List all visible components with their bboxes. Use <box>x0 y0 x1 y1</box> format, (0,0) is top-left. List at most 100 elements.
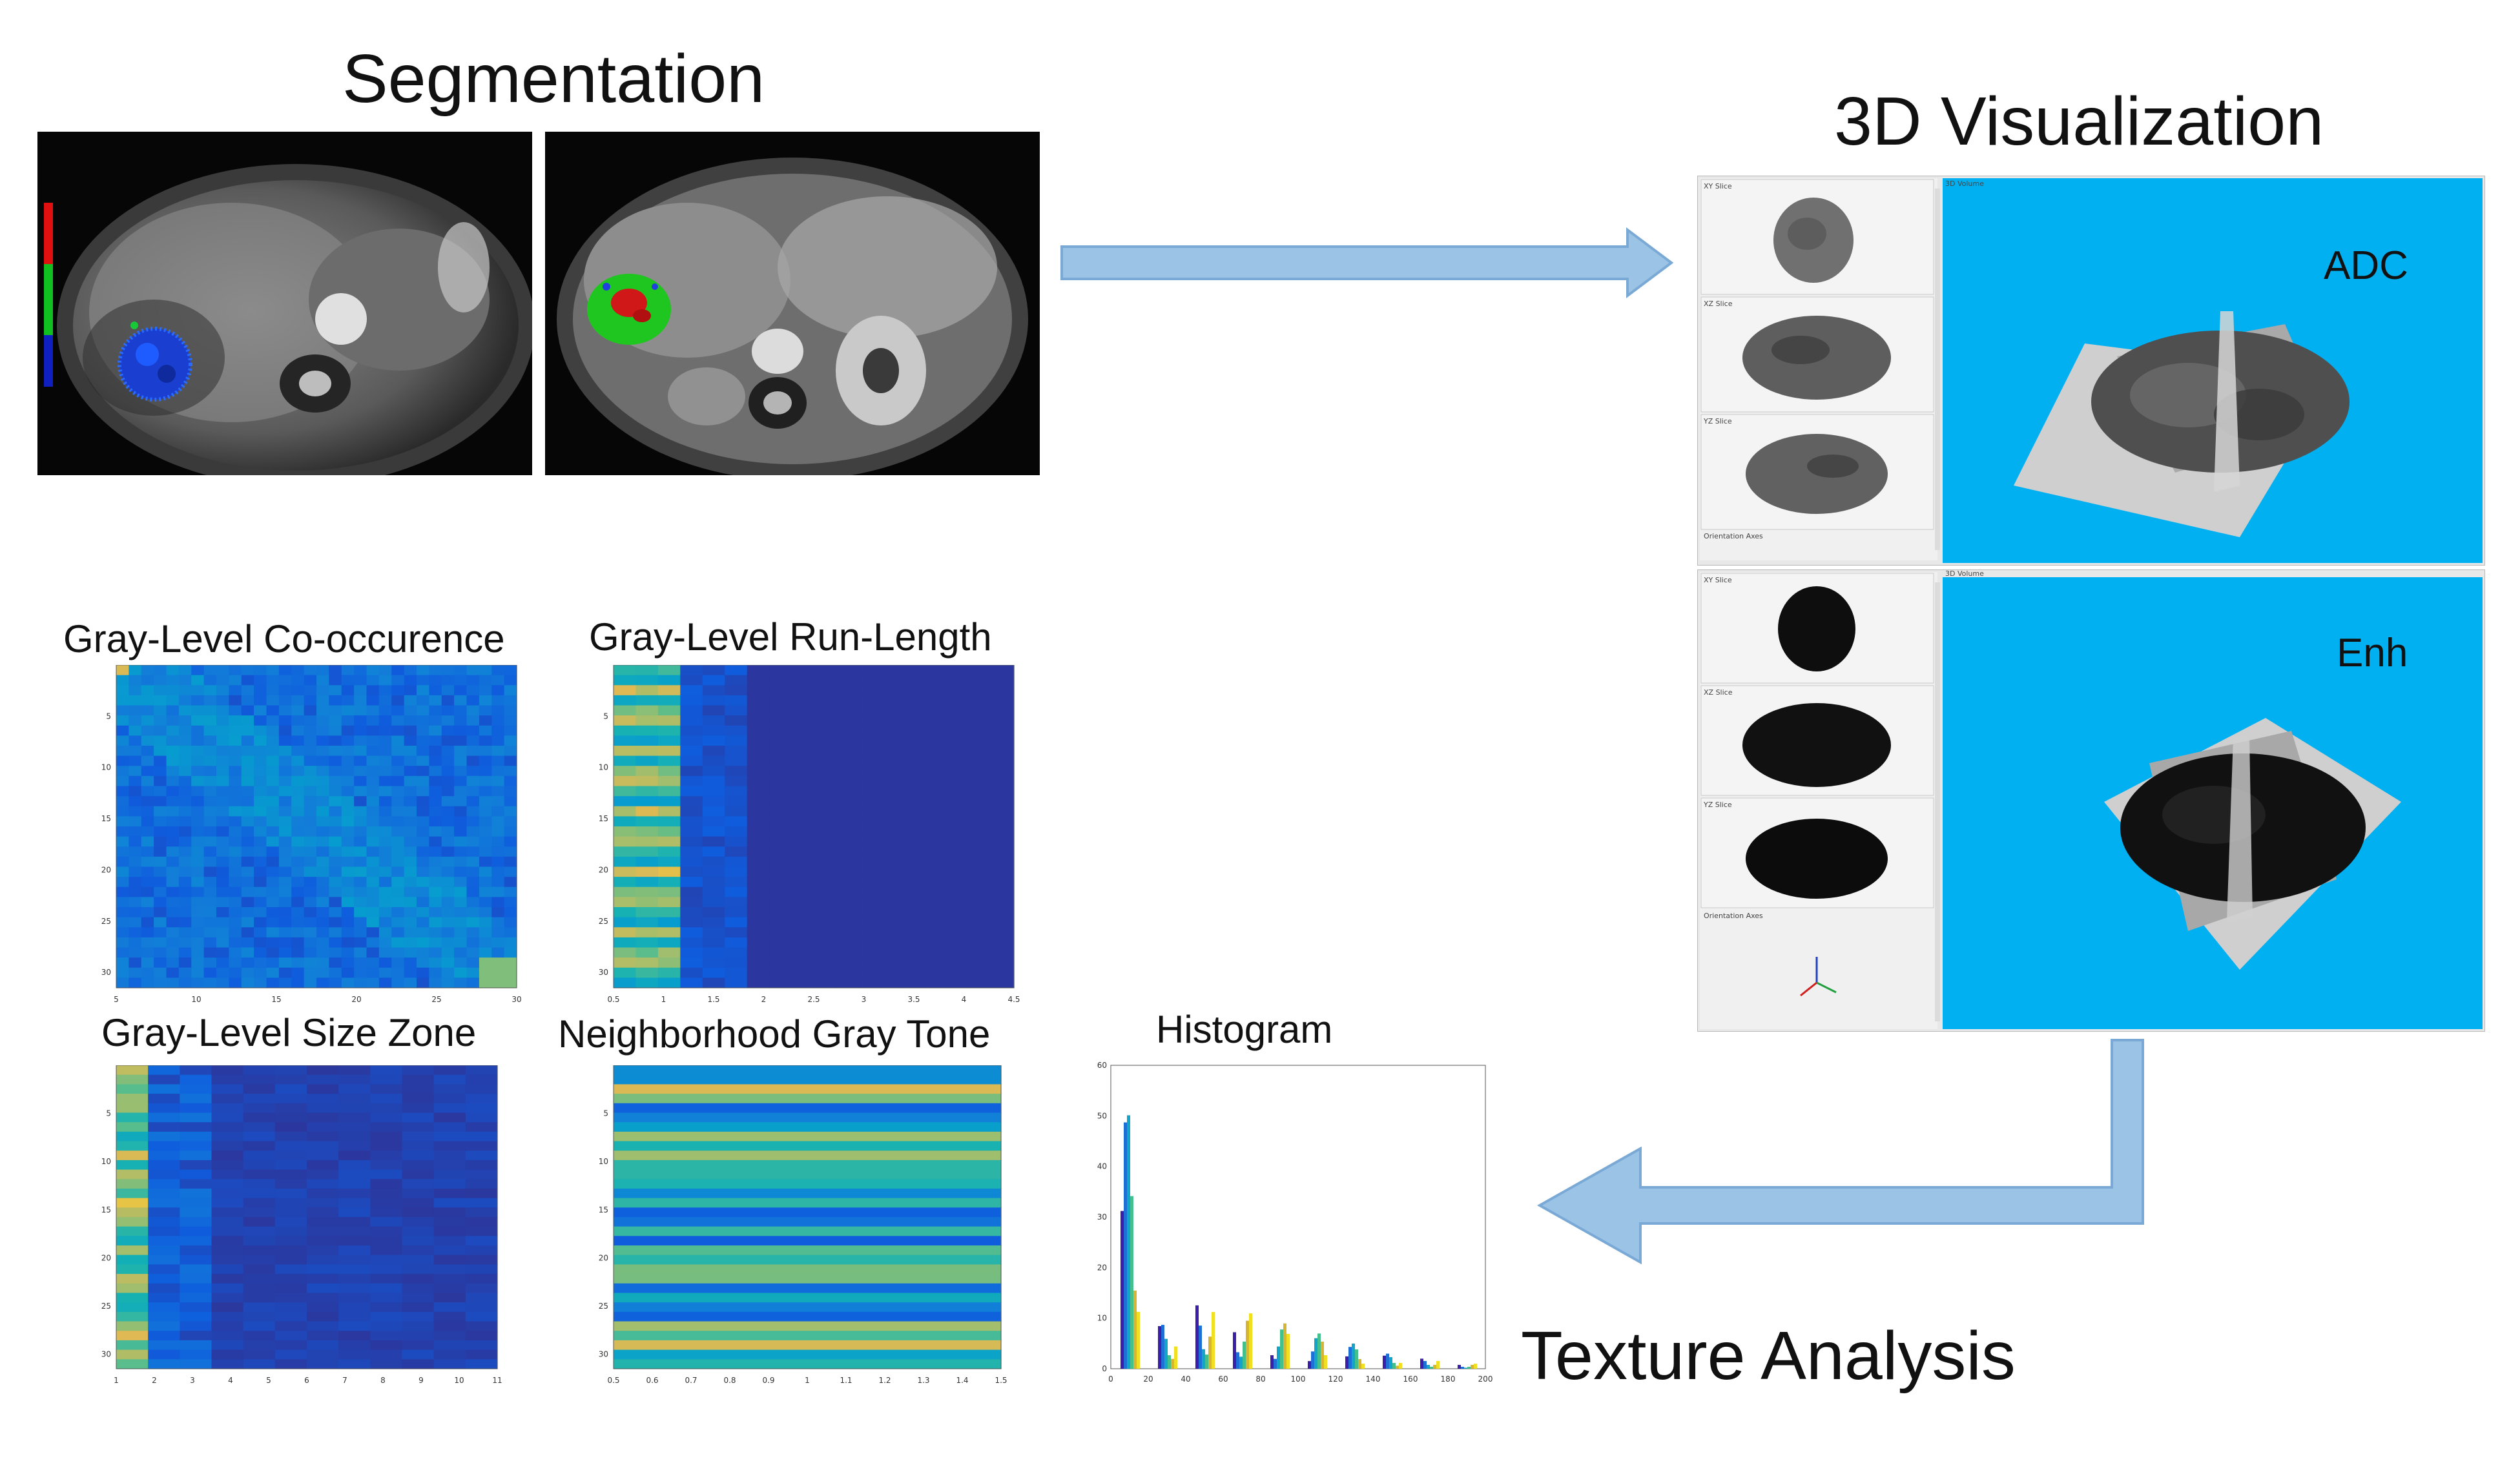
glcm-cell <box>266 846 280 857</box>
glcm-cell <box>166 786 180 797</box>
glcm-cell <box>354 806 367 817</box>
glrl-cell <box>858 705 881 716</box>
glcm-cell <box>178 816 192 827</box>
glcm-cell <box>254 947 267 958</box>
glsz-cell <box>402 1236 435 1246</box>
glcm-cell <box>129 886 142 897</box>
glrl-cell <box>947 836 970 847</box>
glcm-cell <box>229 846 242 857</box>
glrl-cell <box>947 927 970 938</box>
glsz-cell <box>338 1151 371 1161</box>
glcm-cell <box>391 967 405 978</box>
glcm-cell <box>229 806 242 817</box>
glcm-cell <box>116 715 129 726</box>
glcm-cell <box>378 856 392 868</box>
glcm-cell <box>254 977 267 988</box>
glrl-cell <box>680 755 703 766</box>
glcm-cell <box>454 927 468 938</box>
glcm-cell <box>216 866 229 877</box>
glcm-cell <box>191 665 205 676</box>
glrl-cell <box>902 755 925 766</box>
glrl-cell <box>925 836 948 847</box>
glrl-cell <box>925 957 948 968</box>
glsz-cell <box>338 1179 371 1189</box>
glrl-cell <box>725 977 748 988</box>
glcm-cell <box>191 977 205 988</box>
glcm-cell <box>191 846 205 857</box>
histogram-bar <box>1321 1342 1324 1369</box>
glrl-cell <box>969 937 993 948</box>
ngtd-cell <box>614 1198 1002 1208</box>
glsz-cell <box>465 1254 498 1265</box>
glcm-cell <box>203 786 217 797</box>
glcm-cell <box>504 735 517 746</box>
glcm-cell <box>454 816 468 827</box>
glcm-cell <box>329 755 342 766</box>
glcm-cell <box>216 715 229 726</box>
glcm-cell <box>366 897 380 908</box>
glcm-cell <box>454 665 468 676</box>
glcm-cell <box>266 806 280 817</box>
glrl-cell <box>791 735 814 746</box>
glcm-cell <box>216 937 229 948</box>
glsz-cell <box>465 1169 498 1180</box>
glcm-cell <box>329 897 342 908</box>
glrl-cell <box>725 856 748 868</box>
glcm-cell <box>316 775 329 787</box>
glcm-cell <box>491 725 505 736</box>
glrl-cell <box>657 877 681 888</box>
glrl-xtick: 4.5 <box>1007 995 1020 1004</box>
glcm-cell <box>216 675 229 686</box>
glcm-cell <box>429 816 442 827</box>
glcm-cell <box>441 685 455 696</box>
glrl-cell <box>747 897 770 908</box>
glcm-cell <box>229 866 242 877</box>
glcm-cell <box>203 886 217 897</box>
glcm-cell <box>491 957 505 968</box>
glcm-cell <box>378 866 392 877</box>
glsz-cell <box>180 1160 212 1171</box>
ngtd-xtick: 1.5 <box>995 1376 1007 1385</box>
glrl-cell <box>902 735 925 746</box>
glcm-cell <box>378 766 392 777</box>
glcm-cell <box>429 927 442 938</box>
glcm-cell <box>404 897 417 908</box>
glsz-cell <box>402 1131 435 1142</box>
glrl-cell <box>814 917 837 928</box>
glcm-title: Gray-Level Co-occurence <box>63 617 505 660</box>
glrl-cell <box>814 836 837 847</box>
glrl-cell <box>880 766 904 777</box>
glrl-cell <box>747 927 770 938</box>
glcm-cell <box>178 866 192 877</box>
glrl-cell <box>858 775 881 787</box>
orientation-label-bottom: Orientation Axes <box>1704 912 1763 920</box>
glsz-cell <box>307 1094 339 1104</box>
glrl-cell <box>814 957 837 968</box>
glcm-cell <box>154 967 167 978</box>
glcm-cell <box>366 816 380 827</box>
glcm-cell <box>254 937 267 948</box>
glrl-cell <box>814 856 837 868</box>
glcm-cell <box>504 937 517 948</box>
glcm-cell <box>391 927 405 938</box>
glcm-cell <box>466 806 480 817</box>
glcm-cell <box>254 816 267 827</box>
glsz-cell <box>211 1198 244 1208</box>
glcm-cell <box>504 836 517 847</box>
glcm-cell <box>329 705 342 716</box>
glrl-cell <box>614 695 637 706</box>
glcm-cell <box>141 775 154 787</box>
glcm-cell <box>354 846 367 857</box>
glcm-cell <box>266 967 280 978</box>
glcm-cell <box>491 967 505 978</box>
glrl-xtick: 1.5 <box>707 995 719 1004</box>
glrl-cell <box>991 806 1015 817</box>
glcm-cell <box>241 846 254 857</box>
glcm-cell <box>166 877 180 888</box>
glcm-cell <box>378 937 392 948</box>
glrl-cell <box>814 685 837 696</box>
glcm-cell <box>116 705 129 716</box>
glcm-cell <box>129 877 142 888</box>
glrl-xtick: 2 <box>761 995 767 1004</box>
glrl-cell <box>614 766 637 777</box>
